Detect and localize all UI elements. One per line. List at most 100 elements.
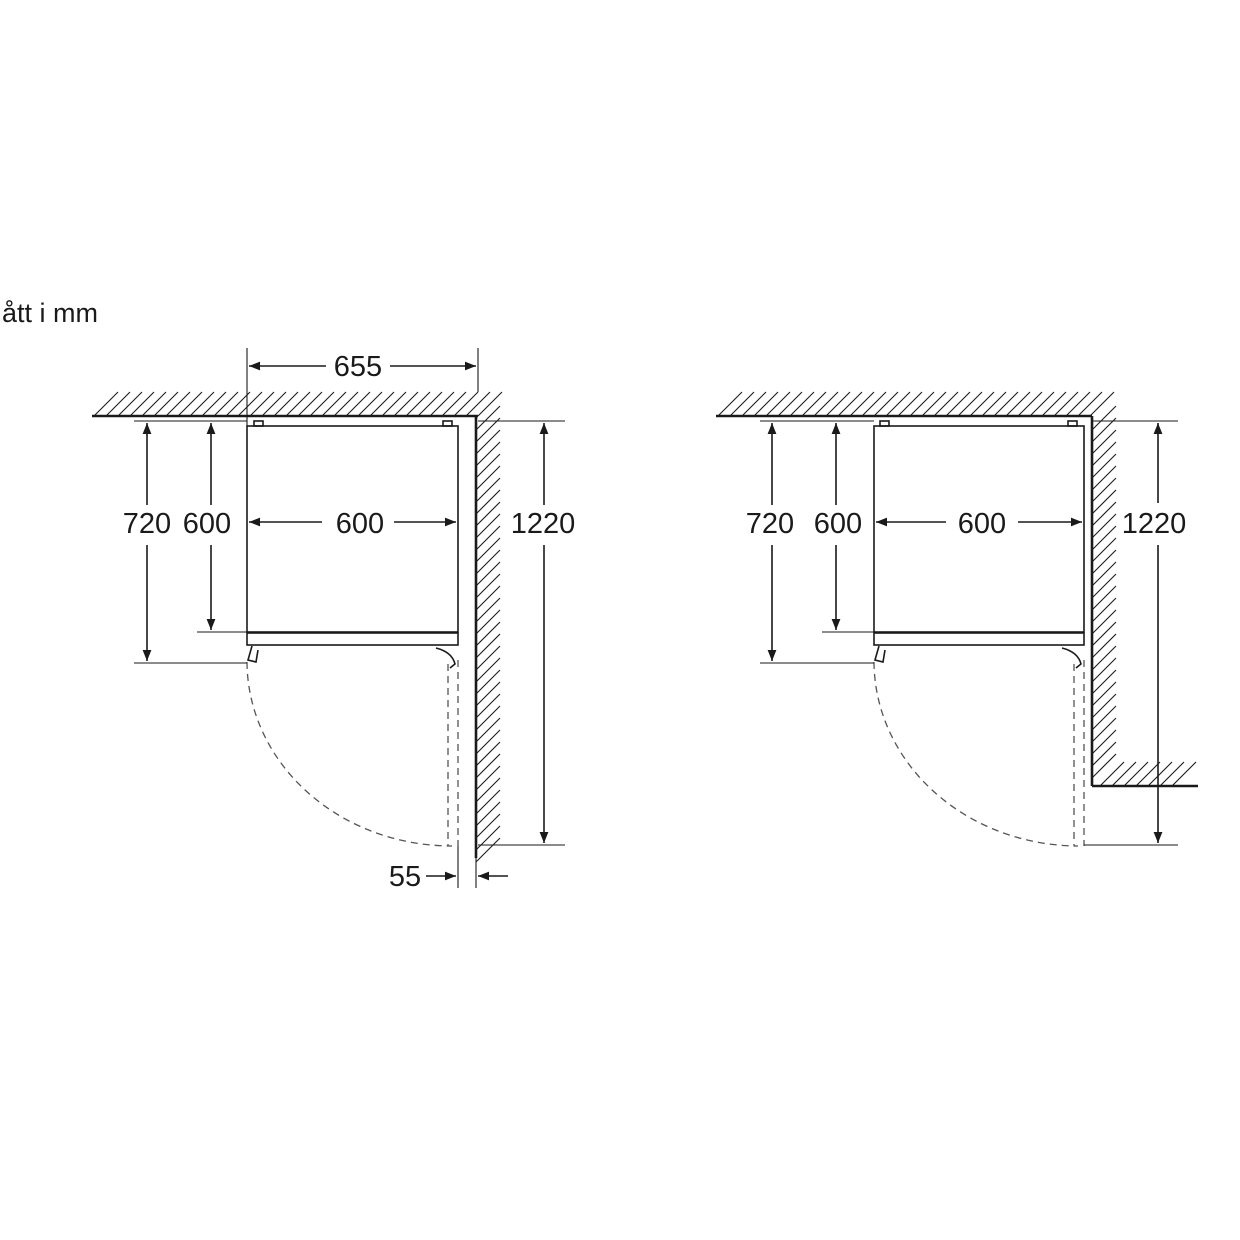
- hatch-stroke: [921, 391, 947, 417]
- hatch-stroke: [1091, 549, 1117, 575]
- hatch-stroke: [1091, 669, 1117, 695]
- hatch-stroke: [129, 391, 155, 417]
- hatch-stroke: [1091, 429, 1117, 455]
- hatch-stroke: [475, 441, 501, 467]
- hatch-stroke: [1091, 621, 1117, 647]
- hatch-stroke: [475, 729, 501, 755]
- hatch-stroke: [475, 717, 501, 743]
- hatch-stroke: [777, 391, 803, 417]
- hatch-stroke: [475, 417, 501, 443]
- hatch-stroke: [357, 391, 383, 417]
- hatch-stroke: [813, 391, 839, 417]
- left-drawing: 655 720 600 600 1220 55: [92, 348, 575, 893]
- left-door-handle: [247, 645, 259, 663]
- hatch-stroke: [475, 801, 501, 827]
- hatch-stroke: [475, 825, 501, 851]
- hatch-stroke: [475, 429, 501, 455]
- hatch-stroke: [789, 391, 815, 417]
- hatch-stroke: [165, 391, 191, 417]
- hatch-stroke: [237, 391, 263, 417]
- hatch-stroke: [475, 813, 501, 839]
- hatch-stroke: [429, 391, 455, 417]
- left-dim-655-label: 655: [334, 351, 382, 383]
- hatch-stroke: [475, 753, 501, 779]
- hatch-stroke: [475, 537, 501, 563]
- hatch-stroke: [885, 391, 911, 417]
- hatch-stroke: [1041, 391, 1067, 417]
- hatch-stroke: [475, 645, 501, 671]
- hatch-stroke: [741, 391, 767, 417]
- hatch-stroke: [475, 609, 501, 635]
- hatch-stroke: [475, 561, 501, 587]
- hatch-stroke: [897, 391, 923, 417]
- hatch-stroke: [1091, 657, 1117, 683]
- right-lower-wall-hatch: [1099, 761, 1197, 787]
- hatch-stroke: [1053, 391, 1079, 417]
- hatch-stroke: [475, 405, 501, 431]
- hatch-stroke: [1091, 441, 1117, 467]
- hatch-stroke: [1091, 609, 1117, 635]
- hatch-stroke: [273, 391, 299, 417]
- hatch-stroke: [393, 391, 419, 417]
- left-dim-720-label: 720: [123, 508, 171, 540]
- hatch-stroke: [417, 391, 443, 417]
- right-appliance-feet-l: [879, 420, 890, 427]
- hatch-stroke: [1091, 453, 1117, 479]
- hatch-stroke: [475, 633, 501, 659]
- hatch-stroke: [837, 391, 863, 417]
- hatch-stroke: [475, 453, 501, 479]
- hatch-stroke: [1091, 525, 1117, 551]
- hatch-stroke: [141, 391, 167, 417]
- hatch-stroke: [475, 777, 501, 803]
- right-side-wall-hatch: [1091, 405, 1117, 779]
- hatch-stroke: [729, 391, 755, 417]
- hatch-stroke: [453, 391, 479, 417]
- hatch-stroke: [189, 391, 215, 417]
- hatch-stroke: [1171, 761, 1197, 787]
- hatch-stroke: [475, 501, 501, 527]
- hatch-stroke: [1005, 391, 1031, 417]
- hatch-stroke: [475, 585, 501, 611]
- hatch-stroke: [1091, 573, 1117, 599]
- hatch-stroke: [405, 391, 431, 417]
- hatch-stroke: [333, 391, 359, 417]
- hatch-stroke: [753, 391, 779, 417]
- hatch-stroke: [1091, 477, 1117, 503]
- hatch-stroke: [475, 549, 501, 575]
- hatch-stroke: [381, 391, 407, 417]
- left-dim-600-width-label: 600: [336, 508, 384, 540]
- hatch-stroke: [1091, 717, 1117, 743]
- hatch-stroke: [1159, 761, 1185, 787]
- hatch-stroke: [477, 391, 503, 417]
- hatch-stroke: [861, 391, 887, 417]
- hatch-stroke: [475, 789, 501, 815]
- hatch-stroke: [1017, 391, 1043, 417]
- hatch-stroke: [93, 391, 119, 417]
- hatch-stroke: [475, 525, 501, 551]
- hatch-stroke: [933, 391, 959, 417]
- hatch-stroke: [345, 391, 371, 417]
- hatch-stroke: [153, 391, 179, 417]
- left-door-swing-arc: [246, 661, 453, 847]
- hatch-stroke: [909, 391, 935, 417]
- hatch-stroke: [475, 657, 501, 683]
- left-hinge-symbol: [435, 647, 456, 669]
- left-dim-1220-label: 1220: [511, 508, 576, 540]
- hatch-stroke: [475, 573, 501, 599]
- hatch-stroke: [475, 465, 501, 491]
- hatch-stroke: [249, 391, 275, 417]
- hatch-stroke: [873, 391, 899, 417]
- hatch-stroke: [475, 477, 501, 503]
- hatch-stroke: [1091, 537, 1117, 563]
- right-hinge-symbol: [1061, 647, 1082, 669]
- left-appliance-door: [246, 632, 459, 646]
- units-caption: ått i mm: [2, 298, 99, 328]
- hatch-stroke: [801, 391, 827, 417]
- hatch-stroke: [1091, 489, 1117, 515]
- hatch-stroke: [177, 391, 203, 417]
- right-dim-720-label: 720: [746, 508, 794, 540]
- right-door-handle: [874, 645, 886, 663]
- right-appliance-feet-r: [1067, 420, 1078, 427]
- hatch-stroke: [825, 391, 851, 417]
